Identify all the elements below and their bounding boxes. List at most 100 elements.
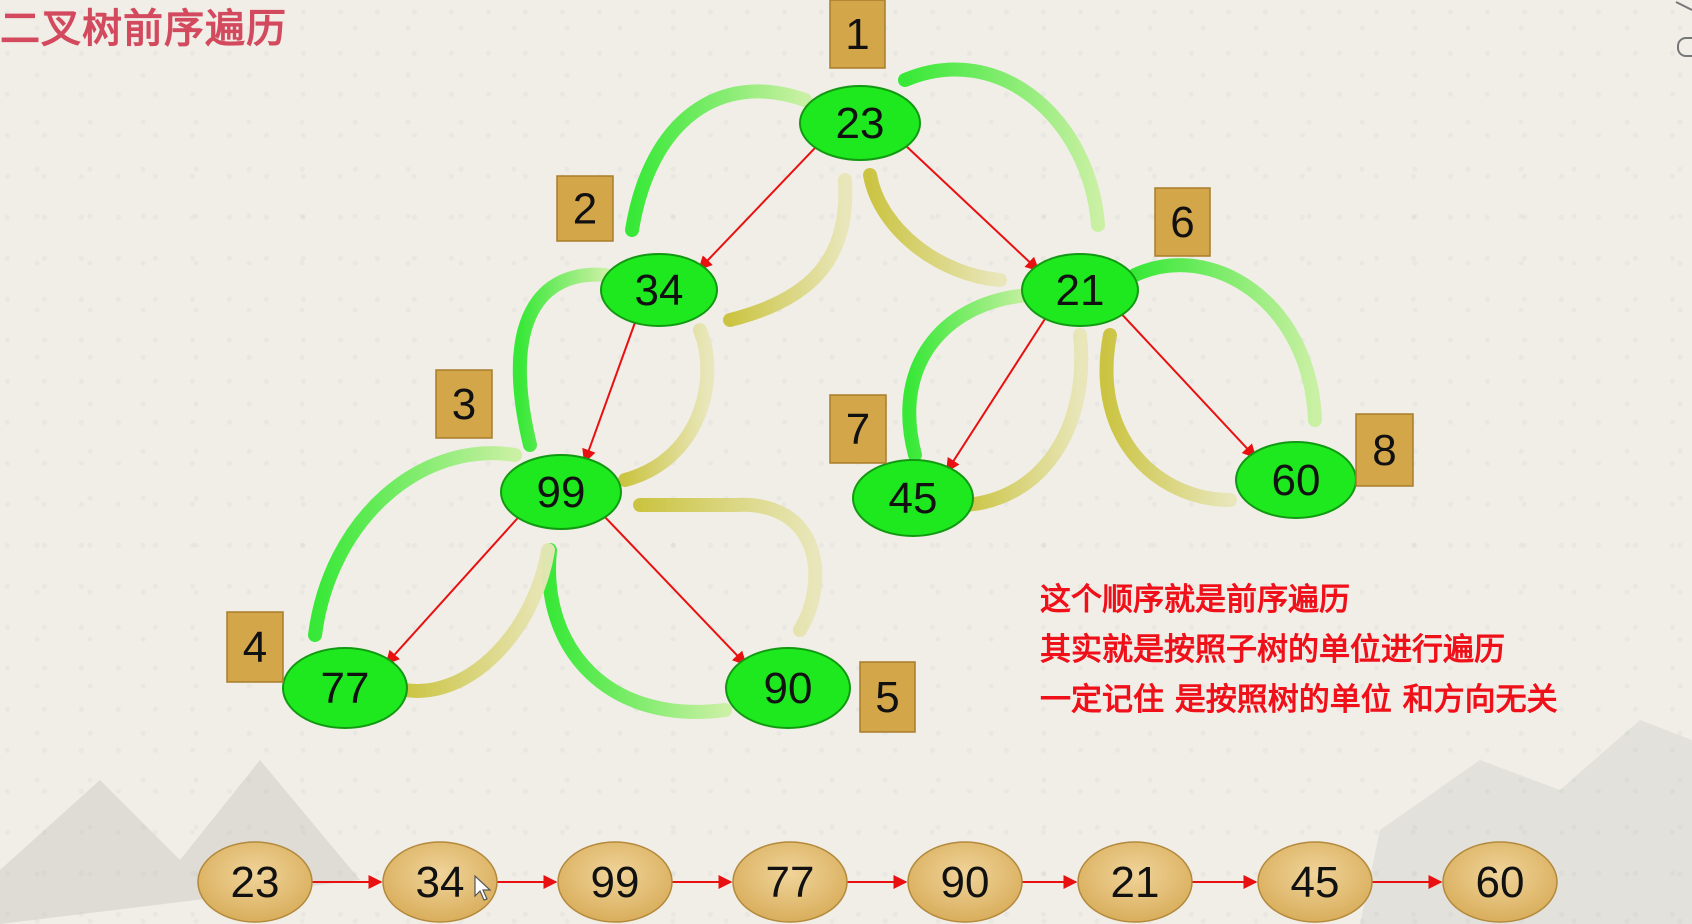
order-badge-label: 6 <box>1170 198 1194 247</box>
tree-node-label: 23 <box>836 99 885 148</box>
tree-node-label: 99 <box>537 468 586 517</box>
tree-node-45: 45 <box>852 459 974 537</box>
tree-node-ellipse <box>852 459 974 537</box>
tree-edges <box>385 142 1257 666</box>
sequence-node-45: 45 <box>1257 841 1373 923</box>
sequence-node-label: 23 <box>231 858 280 907</box>
order-badge-box <box>859 661 916 733</box>
sequence-node-label: 99 <box>591 858 640 907</box>
traversal-path-arrows <box>308 62 1322 719</box>
traversal-arrow-2 <box>898 62 1105 232</box>
sequence-node-ellipse <box>197 841 313 923</box>
edge-n99-n90 <box>601 513 747 666</box>
tree-node-34: 34 <box>600 253 718 327</box>
sequence-node-23: 23 <box>197 841 313 923</box>
traversal-arrow-5 <box>542 543 732 719</box>
traversal-arrow-6 <box>902 288 1037 462</box>
order-badge-label: 8 <box>1372 426 1396 475</box>
order-badge-8: 8 <box>1355 413 1414 487</box>
sequence-node-34: 34 <box>382 841 498 923</box>
order-badge-1: 1 <box>829 0 886 69</box>
tree-node-21: 21 <box>1021 253 1139 327</box>
traversal-arrow-13 <box>958 328 1089 512</box>
traversal-arrow-14 <box>1099 328 1237 507</box>
tree-node-label: 60 <box>1272 456 1321 505</box>
sequence-node-label: 60 <box>1476 858 1525 907</box>
tree-node-label: 90 <box>764 664 813 713</box>
sequence-node-ellipse <box>1442 841 1558 923</box>
sequence-node-label: 21 <box>1111 858 1160 907</box>
tree-node-ellipse <box>282 647 408 729</box>
sequence-node-ellipse <box>557 841 673 923</box>
tree-node-ellipse <box>725 647 851 729</box>
order-badge-label: 2 <box>573 185 597 234</box>
note-line-3: 一定记住 是按照树的单位 和方向无关 <box>1040 682 1558 718</box>
sequence-node-label: 45 <box>1291 858 1340 907</box>
edge-n23-n21 <box>902 142 1040 272</box>
sequence-node-label: 90 <box>941 858 990 907</box>
page-title: 二叉树前序遍历 <box>0 6 287 52</box>
tree-node-99: 99 <box>500 454 622 530</box>
tree-node-ellipse <box>500 454 622 530</box>
traversal-arrow-10 <box>618 323 715 487</box>
mouse-cursor-icon <box>474 874 492 901</box>
tree-node-77: 77 <box>282 647 408 729</box>
edge-n34-n99 <box>582 318 638 464</box>
order-badge-box <box>829 0 886 69</box>
traversal-arrow-8 <box>398 543 555 698</box>
sequence-node-99: 99 <box>557 841 673 923</box>
sequence-node-ellipse <box>732 841 848 923</box>
traversal-arrow-12 <box>863 168 1007 287</box>
tree-node-label: 45 <box>889 474 938 523</box>
sequence-node-label: 77 <box>766 858 815 907</box>
sequence-node-ellipse <box>1077 841 1193 923</box>
order-badge-box <box>1154 187 1211 257</box>
tree-node-ellipse <box>1021 253 1139 327</box>
traversal-arrow-7 <box>1128 258 1322 427</box>
order-badge-4: 4 <box>226 611 284 683</box>
order-badge-6: 6 <box>1154 187 1211 257</box>
order-badge-label: 5 <box>875 673 899 722</box>
order-badge-7: 7 <box>829 394 887 464</box>
note-line-1: 这个顺序就是前序遍历 <box>1040 582 1350 618</box>
sequence-node-21: 21 <box>1077 841 1193 923</box>
tree-node-ellipse <box>799 85 921 161</box>
order-badge-3: 3 <box>435 369 493 439</box>
tree-node-label: 77 <box>321 664 370 713</box>
traversal-arrow-4 <box>308 446 522 642</box>
order-badge-2: 2 <box>556 175 614 242</box>
order-badge-label: 3 <box>452 380 476 429</box>
nav-handle-icon[interactable] <box>1662 0 1692 60</box>
sequence-node-label: 34 <box>416 858 465 907</box>
sequence-node-ellipse <box>1257 841 1373 923</box>
note-line-2: 其实就是按照子树的单位进行遍历 <box>1040 632 1505 668</box>
order-badge-label: 4 <box>243 623 267 672</box>
edge-n23-n34 <box>698 143 820 271</box>
sequence-node-90: 90 <box>907 841 1023 923</box>
order-badge-box <box>556 175 614 242</box>
order-badge-box <box>435 369 493 439</box>
order-badge-label: 7 <box>846 405 870 454</box>
order-badge-5: 5 <box>859 661 916 733</box>
traversal-arrow-1 <box>625 84 812 237</box>
order-badge-box <box>829 394 887 464</box>
tree-node-label: 34 <box>635 266 684 315</box>
tree-node-label: 21 <box>1056 266 1105 315</box>
tree-node-90: 90 <box>725 647 851 729</box>
order-badge-box <box>1355 413 1414 487</box>
traversal-sequence: 23 34 99 77 90 21 45 60 <box>197 841 1558 923</box>
tree-node-ellipse <box>600 253 718 327</box>
sequence-node-ellipse <box>382 841 498 923</box>
traversal-arrow-3 <box>512 267 612 452</box>
tree-node-60: 60 <box>1235 441 1357 519</box>
sequence-node-ellipse <box>907 841 1023 923</box>
order-badge-box <box>226 611 284 683</box>
traversal-arrow-11 <box>723 173 853 327</box>
sequence-node-77: 77 <box>732 841 848 923</box>
slide-nav-control[interactable] <box>1662 0 1692 60</box>
sequence-node-60: 60 <box>1442 841 1558 923</box>
traversal-arrow-9 <box>633 497 823 637</box>
